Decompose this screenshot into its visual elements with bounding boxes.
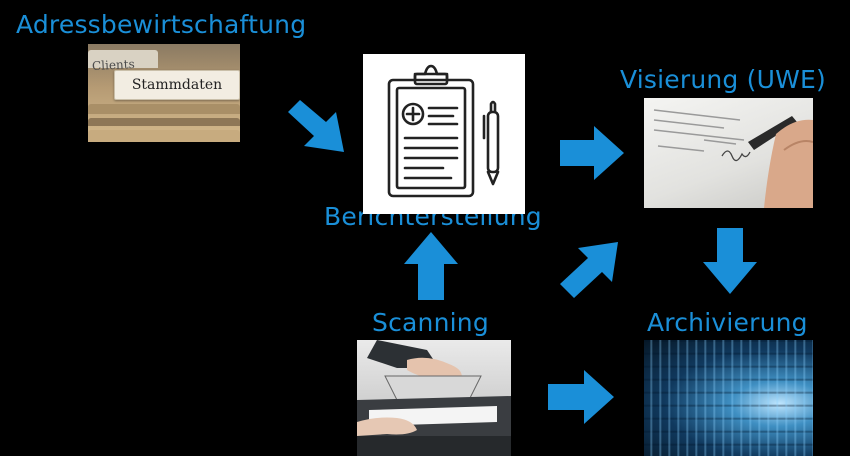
node-label-adressbewirtschaftung: Adressbewirtschaftung xyxy=(16,10,307,39)
arrow-visierung-to-archiv xyxy=(703,228,757,294)
arrow-scanning-to-visierung xyxy=(560,242,618,298)
scanner-icon xyxy=(357,340,511,456)
node-label-scanning: Scanning xyxy=(372,308,489,337)
node-label-visierung: Visierung (UWE) xyxy=(620,65,826,94)
arrow-bericht-to-visierung xyxy=(560,126,624,180)
stammdaten-folder-image: Clients Stammdaten xyxy=(88,44,240,142)
signature-image xyxy=(644,98,813,208)
archive-serverroom-image xyxy=(644,340,813,456)
clipboard-report-image xyxy=(363,54,525,214)
clipboard-icon xyxy=(387,64,500,198)
arrow-scanning-to-archiv xyxy=(548,370,614,424)
arrow-adress-to-bericht xyxy=(288,100,344,152)
scanner-image xyxy=(357,340,511,456)
document-signing-icon xyxy=(653,109,813,208)
node-label-archivierung: Archivierung xyxy=(647,308,808,337)
stammdaten-label: Stammdaten xyxy=(114,70,240,100)
arrow-scanning-to-bericht xyxy=(404,232,458,300)
